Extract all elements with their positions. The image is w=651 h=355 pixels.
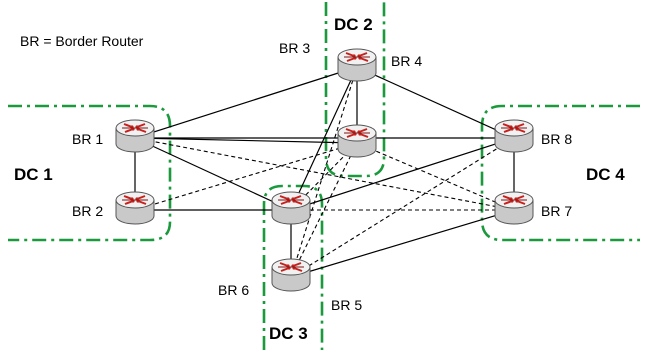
- router-icon-br1: [115, 119, 155, 153]
- link-br2-br4: [134, 142, 358, 211]
- datacenter-boundaries: [8, 2, 640, 350]
- link-br3-br5: [290, 66, 358, 278]
- router-icon-br5: [271, 258, 311, 292]
- link-br6-br8: [290, 137, 515, 211]
- router-label-br8: BR 8: [541, 131, 572, 147]
- link-br3-br8: [356, 66, 515, 139]
- router-label-br5: BR 5: [331, 297, 362, 313]
- link-br3-br6: [290, 66, 358, 211]
- link-br1-br6: [134, 137, 292, 211]
- legend-text: BR = Border Router: [20, 33, 144, 49]
- router-label-br1: BR 1: [72, 131, 103, 147]
- dc2-boundary: [324, 2, 386, 178]
- router-icon-br4: [337, 124, 377, 158]
- router-icon-br7: [494, 191, 534, 225]
- router-label-br4: BR 4: [391, 53, 422, 69]
- router-icon-br2: [115, 191, 155, 225]
- dc1-label: DC 1: [14, 165, 53, 184]
- dc4-boundary: [480, 104, 640, 242]
- dc3-label: DC 3: [269, 324, 308, 343]
- link-br5-br8: [290, 137, 515, 278]
- link-br1-br4: [134, 137, 358, 144]
- router-label-br3: BR 3: [279, 40, 310, 56]
- routers-layer: [115, 48, 534, 292]
- link-br4-br7: [356, 142, 515, 211]
- dc2-label: DC 2: [334, 15, 373, 34]
- dc3-boundary: [262, 184, 324, 350]
- router-icon-br6: [271, 191, 311, 225]
- link-br1-br7: [134, 137, 515, 211]
- router-icon-br3: [337, 48, 377, 82]
- dc1-boundary: [8, 104, 172, 242]
- link-br4-br5: [290, 142, 358, 278]
- router-label-br7: BR 7: [541, 203, 572, 219]
- link-br5-br7: [290, 209, 515, 278]
- links-layer: [134, 66, 515, 278]
- link-br1-br3: [134, 66, 358, 139]
- dc4-label: DC 4: [586, 165, 625, 184]
- router-label-br6: BR 6: [218, 282, 249, 298]
- router-label-br2: BR 2: [72, 203, 103, 219]
- router-icon-br8: [494, 119, 534, 153]
